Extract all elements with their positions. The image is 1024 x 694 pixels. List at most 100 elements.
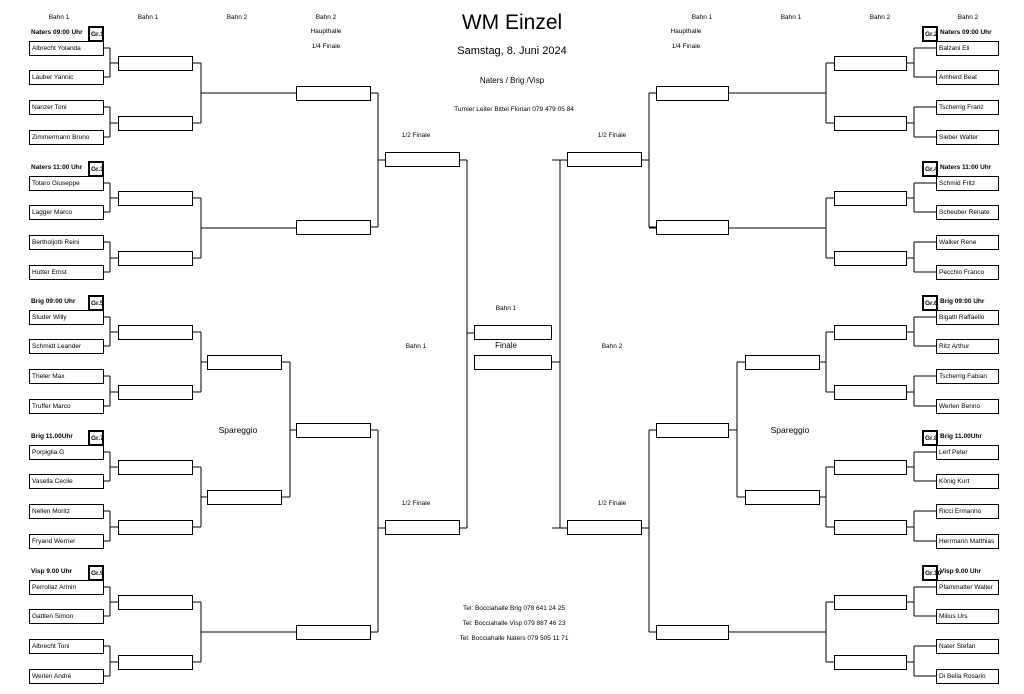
group-number: Gr.4 <box>922 161 938 177</box>
score-box[interactable] <box>834 116 907 131</box>
player-name[interactable]: Walker Rene <box>936 235 999 250</box>
player-name[interactable]: Hutter Ernst <box>29 265 104 280</box>
score-box[interactable] <box>385 152 460 167</box>
score-box[interactable] <box>834 325 907 340</box>
score-box[interactable] <box>656 625 729 640</box>
group-title: Brig 09:00 Uhr <box>31 298 76 305</box>
player-name[interactable]: Pecchio Franco <box>936 265 999 280</box>
player-name[interactable]: Tscherrig Fabian <box>936 369 999 384</box>
score-box[interactable] <box>567 152 642 167</box>
score-box[interactable] <box>385 520 460 535</box>
player-name[interactable]: Werlen Benno <box>936 399 999 414</box>
player-name[interactable]: Lagger Marco <box>29 205 104 220</box>
player-name[interactable]: Nanzer Toni <box>29 100 104 115</box>
player-name[interactable]: Tscherrig Franz <box>936 100 999 115</box>
score-box[interactable] <box>656 423 729 438</box>
organizer-info: Turnier Leiter Bittel Florian 079 479 05… <box>454 106 574 113</box>
player-name[interactable]: Porpiglia G <box>29 445 104 460</box>
column-heading: Bahn 2 <box>315 14 337 21</box>
player-name[interactable]: König Kurt <box>936 474 999 489</box>
event-location: Naters / Brig /Visp <box>479 76 545 85</box>
score-box[interactable] <box>834 56 907 71</box>
playoff-label: Spareggio <box>770 425 810 435</box>
player-name[interactable]: Truffer Marco <box>29 399 104 414</box>
player-name[interactable]: Ricci Ermanno <box>936 504 999 519</box>
score-box[interactable] <box>118 191 193 206</box>
player-name[interactable]: Perrollaz Armin <box>29 580 104 595</box>
player-name[interactable]: Werlen André <box>29 669 104 684</box>
score-box[interactable] <box>118 116 193 131</box>
round-label: 1/2 Finale <box>597 132 627 139</box>
score-box[interactable] <box>567 520 642 535</box>
score-box[interactable] <box>834 385 907 400</box>
player-name[interactable]: Lerf Peter <box>936 445 999 460</box>
player-name[interactable]: Fryand Werner <box>29 534 104 549</box>
group-number: Gr.7 <box>88 430 104 446</box>
score-box[interactable] <box>296 625 371 640</box>
player-name[interactable]: Theler Max <box>29 369 104 384</box>
score-box[interactable] <box>834 655 907 670</box>
score-box[interactable] <box>656 86 729 101</box>
contact-line: Tel: Bocciahalle Visp 079 887 46 23 <box>462 620 566 627</box>
hall-label: Haupthalle <box>310 28 342 35</box>
group-title: Visp 9.00 Uhr <box>940 568 982 575</box>
score-box[interactable] <box>118 520 193 535</box>
group-title: Brig 09:00 Uhr <box>940 298 985 305</box>
column-heading: Bahn 1 <box>691 14 713 21</box>
player-name[interactable]: Vasella Cecile <box>29 474 104 489</box>
player-name[interactable]: Scheuber Renate <box>936 205 999 220</box>
score-box[interactable] <box>118 595 193 610</box>
score-box[interactable] <box>745 355 820 370</box>
score-box[interactable] <box>834 191 907 206</box>
score-box[interactable] <box>834 520 907 535</box>
group-title: Visp 9.00 Uhr <box>31 568 73 575</box>
player-name[interactable]: Herrmann Matthias <box>936 534 999 549</box>
player-name[interactable]: Albrecht Yolanda <box>29 41 104 56</box>
score-box[interactable] <box>296 86 371 101</box>
group-number: Gr.3 <box>88 161 104 177</box>
group-number: Gr.9 <box>88 565 104 581</box>
player-name[interactable]: Milius Urs <box>936 609 999 624</box>
score-box[interactable] <box>745 490 820 505</box>
player-name[interactable]: Nater Stefan <box>936 639 999 654</box>
player-name[interactable]: Ritz Arthur <box>936 339 999 354</box>
score-box[interactable] <box>118 325 193 340</box>
score-box[interactable] <box>296 423 371 438</box>
player-name[interactable]: Pfammatter Walter <box>936 580 999 595</box>
score-box[interactable] <box>834 595 907 610</box>
player-name[interactable]: Bertholjotti Reini <box>29 235 104 250</box>
group-title: Brig 11.00Uhr <box>940 433 982 440</box>
score-box[interactable] <box>834 460 907 475</box>
player-name[interactable]: Lauber Yannic <box>29 70 104 85</box>
player-name[interactable]: Bigatti Raffaello <box>936 310 999 325</box>
score-box[interactable] <box>474 355 552 370</box>
group-number: Gr.6 <box>922 295 938 311</box>
player-name[interactable]: Studer Willy <box>29 310 104 325</box>
score-box[interactable] <box>207 355 282 370</box>
player-name[interactable]: Nellen Moritz <box>29 504 104 519</box>
player-name[interactable]: Schmidt Leander <box>29 339 104 354</box>
player-name[interactable]: Sieber Walter <box>936 130 999 145</box>
player-name[interactable]: Schmid Fritz <box>936 176 999 191</box>
score-box[interactable] <box>118 655 193 670</box>
player-name[interactable]: Albrecht Toni <box>29 639 104 654</box>
score-box[interactable] <box>834 251 907 266</box>
score-box[interactable] <box>118 251 193 266</box>
score-box[interactable] <box>296 220 371 235</box>
score-box[interactable] <box>207 490 282 505</box>
score-box[interactable] <box>118 56 193 71</box>
score-box[interactable] <box>656 220 729 235</box>
player-name[interactable]: Di Bella Rosario <box>936 669 999 684</box>
round-label: 1/2 Finale <box>401 132 431 139</box>
lane-label: Bahn 1 <box>495 305 517 312</box>
player-name[interactable]: Amherd Beat <box>936 70 999 85</box>
round-label: 1/4 Finale <box>311 43 341 50</box>
player-name[interactable]: Balzani Eli <box>936 41 999 56</box>
score-box[interactable] <box>118 385 193 400</box>
player-name[interactable]: Gattlen Simon <box>29 609 104 624</box>
player-name[interactable]: Totaro Giuseppe <box>29 176 104 191</box>
player-name[interactable]: Zimmermann Bruno <box>29 130 104 145</box>
column-heading: Bahn 1 <box>780 14 802 21</box>
score-box[interactable] <box>474 325 552 340</box>
score-box[interactable] <box>118 460 193 475</box>
